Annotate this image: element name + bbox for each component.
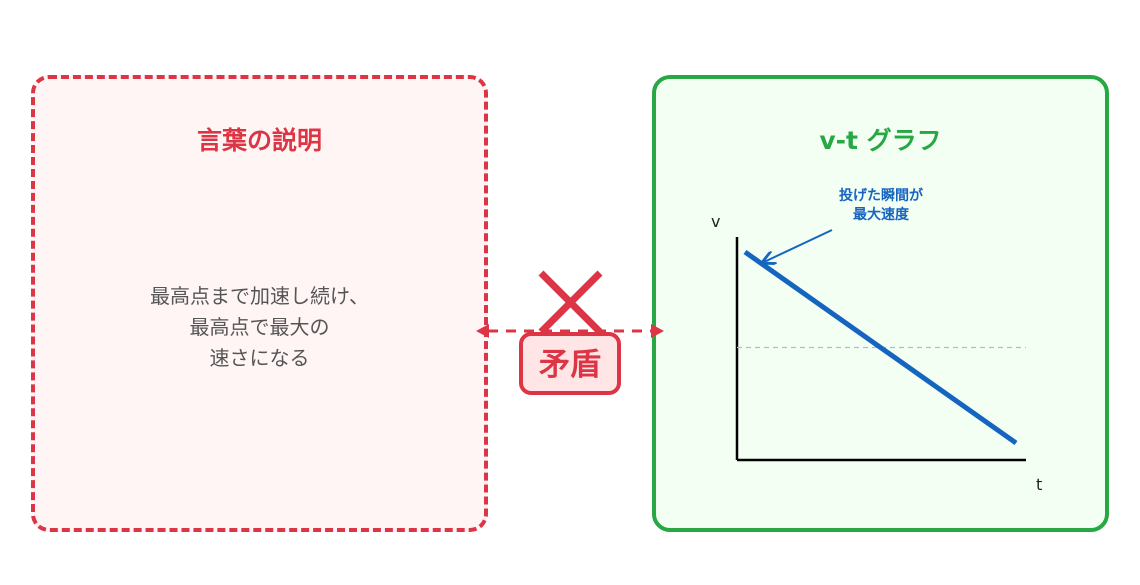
annotation-line-1: 投げた瞬間が — [839, 187, 924, 204]
vt-chart: v t 投げた瞬間が 最大速度 — [711, 187, 1042, 494]
x-axis-label: t — [1036, 475, 1042, 494]
verbal-explanation-line-2: 最高点で最大の — [189, 315, 330, 339]
arrowhead-left-icon — [476, 324, 489, 338]
verbal-explanation-line-1: 最高点まで加速し続け、 — [150, 284, 369, 308]
vt-graph-panel: v-t グラフ — [652, 75, 1109, 532]
verbal-explanation-line-3: 速さになる — [209, 346, 310, 370]
contradiction-badge — [519, 332, 621, 395]
contradiction-label: 矛盾 — [539, 347, 601, 383]
vt-graph-title: v-t グラフ — [819, 126, 942, 155]
velocity-series-line — [743, 249, 1018, 446]
verbal-explanation-text: 最高点まで加速し続け、 最高点で最大の 速さになる — [35, 281, 484, 374]
arrowhead-right-icon — [651, 324, 664, 338]
y-axis-label: v — [711, 212, 720, 231]
verbal-explanation-panel: 言葉の説明 最高点まで加速し続け、 最高点で最大の 速さになる — [31, 75, 488, 532]
verbal-explanation-title: 言葉の説明 — [196, 126, 322, 155]
annotation-arrow — [764, 229, 833, 262]
annotation-line-2: 最大速度 — [853, 206, 910, 223]
cross-icon — [538, 270, 603, 335]
